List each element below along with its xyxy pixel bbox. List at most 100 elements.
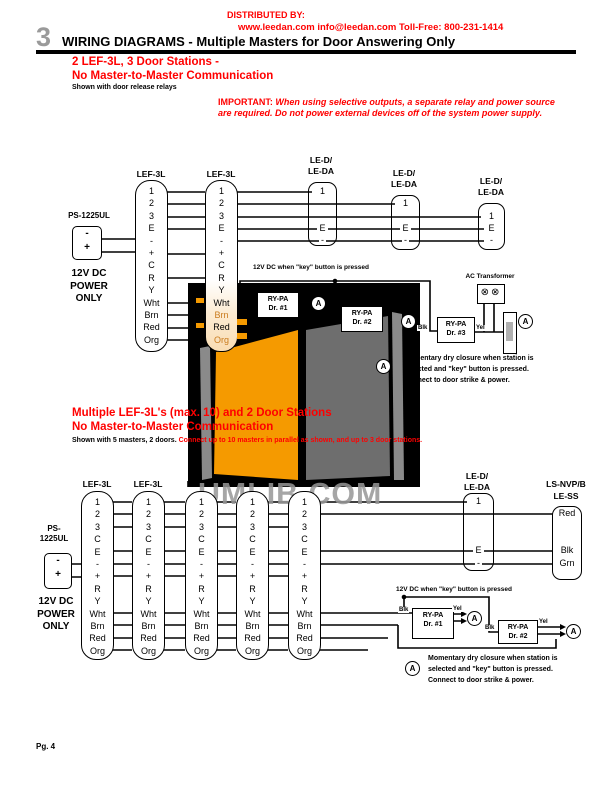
terminal-label: Y	[198, 596, 205, 607]
wire-label-blk: Blk	[398, 607, 410, 613]
key-wire-note-top: 12V DC when "key" button is pressed	[253, 264, 369, 271]
terminal-label: Wht	[193, 608, 210, 619]
relay-note-bottom: Momentary dry closure when station is se…	[428, 654, 558, 686]
marker-a-circle: A	[405, 661, 420, 676]
terminal-label: 3	[94, 521, 100, 532]
ps-minus-terminal: -	[85, 228, 89, 239]
relay-ry-pa-1-bottom: RY-PA Dr. #1	[412, 608, 454, 639]
terminal-label: Red	[244, 633, 261, 644]
terminal-label: 1	[198, 497, 204, 507]
terminal-label: 3	[145, 521, 151, 532]
orange-wire-stub	[196, 298, 204, 303]
speaker-label-line1: LS-NVP/B	[546, 479, 586, 489]
ps-plus-terminal: +	[55, 569, 61, 580]
terminal-label: 3	[198, 521, 204, 532]
door-terminal: -	[402, 235, 409, 245]
ps-label-top: PS-1225UL	[68, 211, 110, 220]
door3-label-line1: LE-D/	[479, 176, 503, 186]
relay-door-number: Dr. #1	[268, 304, 288, 312]
speaker-terminal: Blk	[558, 545, 576, 555]
terminal-label: 1	[218, 186, 224, 196]
terminal-label: E	[148, 223, 155, 234]
terminal-label: R	[301, 583, 308, 594]
door-terminal: -	[488, 235, 495, 245]
marker-a-circle: A	[311, 296, 326, 311]
terminal-label: -	[220, 235, 223, 246]
terminal-label: Org	[143, 334, 159, 345]
door-label-bottom-line1: LE-D/	[465, 471, 489, 481]
door-terminal: E	[400, 223, 411, 233]
ps-label-bottom-line1: PS-	[47, 524, 61, 533]
terminal-label: E	[198, 546, 205, 557]
relay-name: RY-PA	[267, 296, 289, 303]
marker-a-circle: A	[401, 314, 416, 329]
distributed-by-label: DISTRIBUTED BY:	[227, 10, 305, 20]
terminal-label: E	[94, 546, 101, 557]
important-label: IMPORTANT:	[218, 97, 273, 107]
terminal-label: -	[200, 559, 203, 570]
door-terminal: E	[473, 545, 484, 555]
terminal-label: 1	[145, 497, 151, 507]
master-station-2-bottom: 1 2 3 C E - + R Y Wht Brn Red Org	[132, 491, 165, 660]
terminal-label: R	[198, 583, 205, 594]
note-line: selected and "key" button is pressed.	[404, 365, 529, 373]
door-terminal: E	[486, 223, 497, 233]
door-terminal: 1	[486, 211, 496, 221]
terminal-label: Red	[143, 322, 160, 333]
terminal-label: Y	[301, 596, 308, 607]
terminal-label: Y	[148, 285, 155, 296]
terminal-label: 2	[218, 198, 224, 209]
terminal-label: Brn	[297, 621, 312, 632]
terminal-label: +	[198, 571, 205, 582]
terminal-label: Red	[193, 633, 210, 644]
terminal-label: 1	[94, 497, 100, 507]
terminal-label: Org	[89, 645, 105, 656]
ps-caption-line2: POWER	[37, 608, 75, 620]
master-station-4-bottom: 1 2 3 C E - + R Y Wht Brn Red Org	[236, 491, 269, 660]
terminal-label: Org	[193, 645, 209, 656]
door-station-bottom: 1 E -	[463, 493, 494, 571]
master1-label-top: LEF-3L	[136, 169, 166, 179]
terminal-label: Brn	[90, 621, 105, 632]
orange-wire-stub	[237, 319, 247, 325]
distributor-contact-line: www.leedan.com info@leedan.com Toll-Free…	[238, 22, 504, 33]
terminal-label: 2	[148, 198, 154, 209]
terminal-label: +	[145, 571, 152, 582]
terminal-label: Org	[140, 645, 156, 656]
terminal-label: Brn	[194, 621, 209, 632]
terminal-label: E	[218, 223, 225, 234]
terminal-label: R	[148, 272, 155, 283]
terminal-label: C	[94, 534, 101, 545]
master1-label-bottom: LEF-3L	[82, 479, 112, 489]
terminal-label: C	[148, 260, 155, 271]
relay-note-top: Momentary dry closure when station is se…	[404, 354, 534, 386]
terminal-label: -	[303, 559, 306, 570]
terminal-label: Wht	[143, 297, 160, 308]
terminal-label: Org	[244, 645, 260, 656]
relay-ry-pa-1-top: RY-PA Dr. #1	[257, 292, 299, 318]
door3-label-line2: LE-DA	[478, 187, 504, 197]
terminal-label: Wht	[244, 608, 261, 619]
power-supply-box-top: - +	[72, 226, 102, 260]
orange-wire-stub	[237, 333, 247, 339]
ac-transformer-box: ⊗⊗	[477, 284, 505, 304]
door1-label-line2: LE-DA	[308, 166, 334, 176]
section2-subheading: Shown with 5 masters, 2 doors. Connect u…	[72, 437, 422, 444]
page-title: WIRING DIAGRAMS - Multiple Masters for D…	[62, 34, 456, 49]
note-line: selected and "key" button is pressed.	[428, 665, 553, 673]
speaker-station-box: Red Blk Grn	[552, 506, 582, 580]
terminal-label: Brn	[214, 310, 229, 321]
relay-ry-pa-3: RY-PA Dr. #3	[437, 317, 475, 343]
section1-heading-line1: 2 LEF-3L, 3 Door Stations -	[72, 56, 219, 68]
marker-a-circle: A	[376, 359, 391, 374]
terminal-label: 2	[301, 509, 307, 520]
door-strike-plunger	[506, 322, 513, 341]
chapter-number: 3	[36, 22, 52, 52]
transformer-label: AC Transformer	[465, 273, 515, 280]
wire-label-yel: Yel	[452, 606, 463, 612]
marker-a-circle: A	[467, 611, 482, 626]
door-station-1-top: 1 E -	[308, 182, 337, 246]
ps-plus-terminal: +	[84, 242, 90, 253]
terminal-label: Org	[296, 645, 312, 656]
